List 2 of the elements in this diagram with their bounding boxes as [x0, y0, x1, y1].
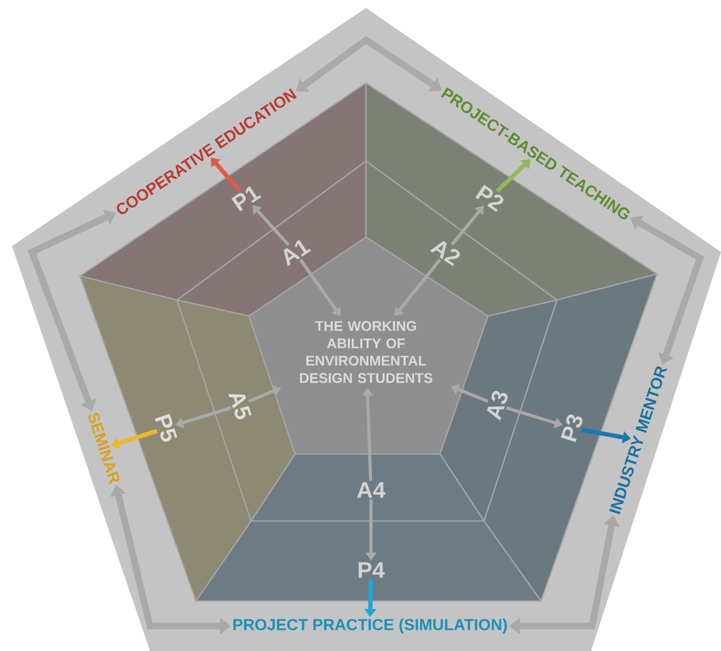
arrow	[210, 158, 242, 192]
category-label: PROJECT PRACTICE (SIMULATION)	[233, 618, 507, 634]
